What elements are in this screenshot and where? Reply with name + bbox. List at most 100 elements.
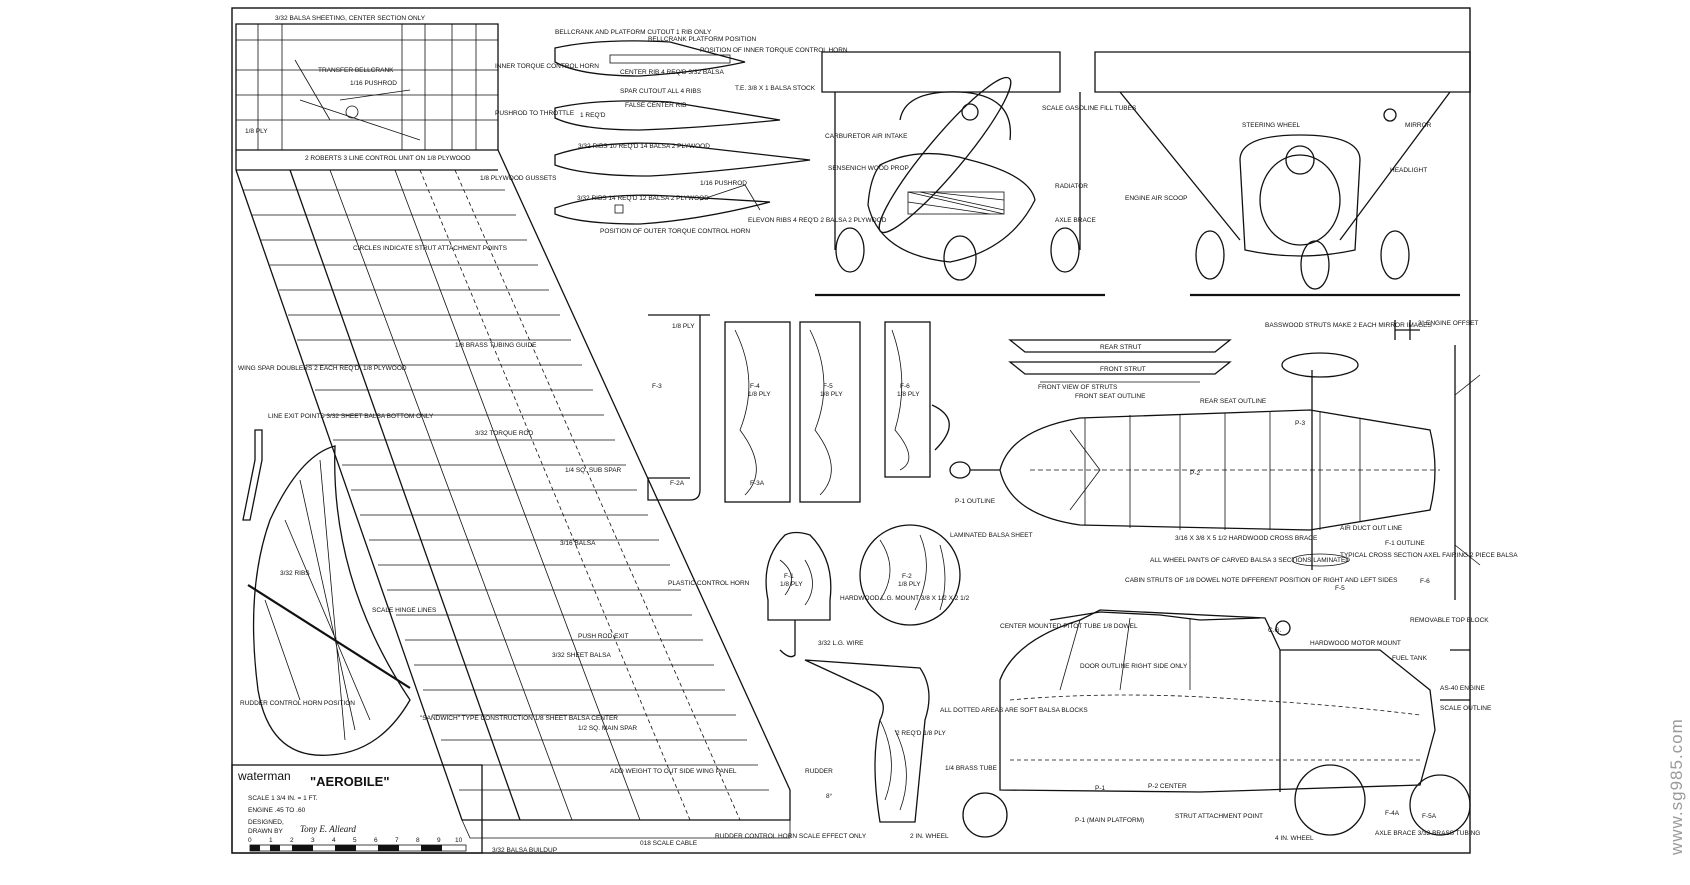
annotation: 1/4 SQ. SUB SPAR	[565, 467, 622, 474]
annotation: 1/16 PUSHROD	[350, 80, 397, 87]
scale-text: SCALE 1 3/4 IN. = 1 FT.	[248, 795, 318, 802]
fuselage-top-view	[949, 345, 1481, 600]
annotation: ADD WEIGHT TO OUT SIDE WING PANEL	[610, 768, 737, 775]
annotation: ENGINE AIR SCOOP	[1125, 195, 1188, 202]
designer-signature: Tony E. Alleard	[300, 824, 356, 834]
annotation: WING SPAR DOUBLERS 2 EACH REQ'D. 1/8 PLY…	[238, 365, 407, 372]
annotation: T.E. 3/8 X 1 BALSA STOCK	[735, 85, 816, 92]
annotation: C.G.	[1268, 627, 1282, 634]
annotation: 1/8 PLYWOOD GUSSETS	[480, 175, 557, 182]
annotation: SCALE OUTLINE	[1440, 705, 1492, 712]
annotation: 1/8 BRASS TUBING GUIDE	[455, 342, 537, 349]
scale-number: 6	[374, 837, 378, 844]
annotation: 3/32 SHEET BALSA	[552, 652, 611, 659]
annotation: CENTER MOUNTED PITOT TUBE 1/8 DOWEL	[1000, 623, 1138, 630]
annotation: P-1 (MAIN PLATFORM)	[1075, 817, 1144, 824]
annotation: CARBURETOR AIR INTAKE	[825, 133, 908, 140]
annotation: HARDWOOD MOTOR MOUNT	[1310, 640, 1401, 647]
scale-number: 0	[248, 837, 252, 844]
annotation: FRONT VIEW OF STRUTS	[1038, 384, 1118, 391]
annotation: 3/32 L.G. WIRE	[818, 640, 864, 647]
designed-text: DESIGNED,	[248, 819, 284, 826]
annotation: PLASTIC CONTROL HORN	[668, 580, 750, 587]
annotation: HEADLIGHT	[1390, 167, 1427, 174]
annotation: F-5	[1335, 585, 1345, 592]
annotation: 2 ROBERTS 3 LINE CONTROL UNIT ON 1/8 PLY…	[305, 155, 471, 162]
annotation: REAR STRUT	[1100, 344, 1142, 351]
annotation: FRONT STRUT	[1100, 366, 1146, 373]
annotation: PUSHROD TO THROTTLE	[495, 110, 575, 117]
title-block: waterman "AEROBILE" SCALE 1 3/4 IN. = 1 …	[231, 764, 483, 854]
rear-view	[1094, 51, 1471, 297]
annotation: 3/16 BALSA	[560, 540, 596, 547]
landing-gear-brace	[804, 659, 930, 823]
annotation: P-3	[1295, 420, 1306, 427]
scale-number: 4	[332, 837, 336, 844]
wing-plan-view	[235, 23, 791, 839]
annotation: 1/8 PLY	[898, 581, 921, 588]
annotation: 1 REQ'D	[580, 112, 606, 119]
annotation: P-1	[1095, 785, 1106, 792]
annotation: F-6	[900, 383, 910, 390]
annotation: REAR SEAT OUTLINE	[1200, 398, 1267, 405]
annotation: F-4A	[1385, 810, 1400, 817]
annotation: DOOR OUTLINE RIGHT SIDE ONLY	[1080, 663, 1188, 670]
annotation: LAMINATED BALSA SHEET	[950, 532, 1033, 539]
annotation: HARDWOOD L.G. MOUNT 3/8 X 1/2 X 2 1/2	[840, 595, 970, 602]
annotation: CABIN STRUTS OF 1/8 DOWEL NOTE DIFFERENT…	[1125, 577, 1398, 584]
annotation: 3/32 TORQUE ROD	[475, 430, 534, 437]
annotation: 1/4 BRASS TUBE	[945, 765, 998, 772]
annotation: 3/32 BALSA BUILDUP	[492, 847, 557, 854]
annotation: PUSH ROD EXIT	[578, 633, 629, 640]
annotation: ALL DOTTED AREAS ARE SOFT BALSA BLOCKS	[940, 707, 1088, 714]
annotation: 3/32 RIBS	[280, 570, 310, 577]
annotation: F-2	[902, 573, 912, 580]
annotation: MIRROR	[1405, 122, 1432, 129]
scale-number: 5	[353, 837, 357, 844]
annotation: FRONT SEAT OUTLINE	[1075, 393, 1146, 400]
round-sections	[765, 524, 961, 658]
annotation: F-2A	[670, 480, 685, 487]
scale-number: 1	[269, 837, 273, 844]
formers	[647, 314, 950, 503]
annotation: F-5A	[1422, 813, 1437, 820]
scale-number: 9	[437, 837, 441, 844]
annotation: REMOVABLE TOP BLOCK	[1410, 617, 1489, 624]
scale-bar-numbers: 0 1 2 3 4 5 6 7 8 9 10	[248, 837, 463, 844]
rib-profiles	[554, 40, 811, 225]
annotation: 3/32 RIBS 14 REQ'D 12 BALSA 2 PLYWOOD	[577, 195, 709, 202]
annotation: STRUT ATTACHMENT POINT	[1175, 813, 1263, 820]
scale-number: 8	[416, 837, 420, 844]
scale-number: 3	[311, 837, 315, 844]
annotation: BELLCRANK PLATFORM POSITION	[648, 36, 757, 43]
annotation: POSITION OF OUTER TORQUE CONTROL HORN	[600, 228, 750, 235]
annotation: F-3	[652, 383, 662, 390]
annotation: 1/8 PLY	[897, 391, 920, 398]
annotation: AXLE BRACE	[1055, 217, 1096, 224]
annotation: LINE EXIT POINTS 3/32 SHEET BALSA BOTTOM…	[268, 413, 434, 420]
annotation: 3/32 BALSA SHEETING, CENTER SECTION ONLY	[275, 15, 426, 22]
annotation: P-2 CENTER	[1148, 783, 1187, 790]
annotation: ELEVON RIBS 4 REQ'D 2 BALSA 2 PLYWOOD	[748, 217, 887, 224]
scale-number: 7	[395, 837, 399, 844]
watermark-text: www.sg985.com	[1667, 718, 1686, 856]
annotation: 3° ENGINE OFFSET	[1418, 319, 1478, 327]
annotations: 3/32 BALSA SHEETING, CENTER SECTION ONLY…	[238, 15, 1518, 854]
annotation: SCALE GASOLINE FILL TUBES	[1042, 105, 1137, 112]
annotation: FUEL TANK	[1392, 655, 1428, 662]
annotation: TYPICAL CROSS SECTION AXEL FAIRING 2 PIE…	[1340, 552, 1518, 559]
annotation: AS-40 ENGINE	[1440, 685, 1485, 692]
front-view	[815, 51, 1105, 297]
annotation: 1/8 PLY	[748, 391, 771, 398]
annotation: 1/8 PLY	[672, 323, 695, 330]
annotation: RUDDER CONTROL HORN POSITION	[240, 700, 355, 707]
annotation: 1/8 PLY	[245, 128, 268, 135]
annotation: FALSE CENTER RIB	[625, 102, 686, 109]
annotation: RUDDER CONTROL HORN SCALE EFFECT ONLY	[715, 833, 867, 840]
annotation: 4 IN. WHEEL	[1275, 835, 1314, 842]
annotation: BELLCRANK AND PLATFORM CUTOUT 1 RIB ONLY	[555, 29, 712, 36]
maker-name: waterman	[237, 769, 291, 783]
annotation: "SANDWICH" TYPE CONSTRUCTION 1/8 SHEET B…	[420, 715, 618, 722]
annotation: 1/8 PLY	[780, 581, 803, 588]
